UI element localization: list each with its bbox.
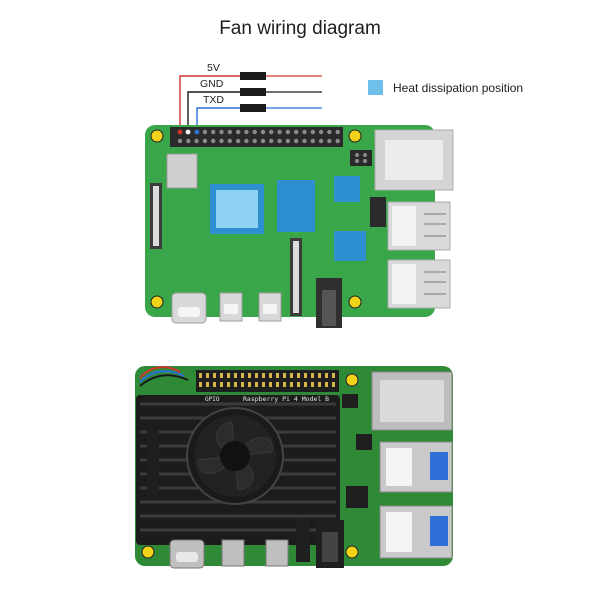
heat-zone-ram [277,180,315,232]
fan [186,407,284,505]
wire-label-gnd: GND [200,78,224,90]
wire-label-txd: TXD [203,94,224,106]
heat-dissipation-swatch [368,80,383,95]
heat-zone-usb-ctrl [334,176,360,202]
schematic-board [145,72,454,328]
photo-model-label: Raspberry Pi 4 Model B [243,395,329,403]
wire-label-5v: 5V [207,62,220,74]
fan-wires [179,72,322,130]
photo-board: Raspberry Pi 4 Model B GPIO [135,366,453,569]
legend-label: Heat dissipation position [393,80,524,95]
legend: Heat dissipation position [368,80,523,95]
diagram-title: Fan wiring diagram [219,18,381,39]
photo-gpio-label: GPIO [205,396,220,403]
heat-zone-pmic [334,231,366,261]
